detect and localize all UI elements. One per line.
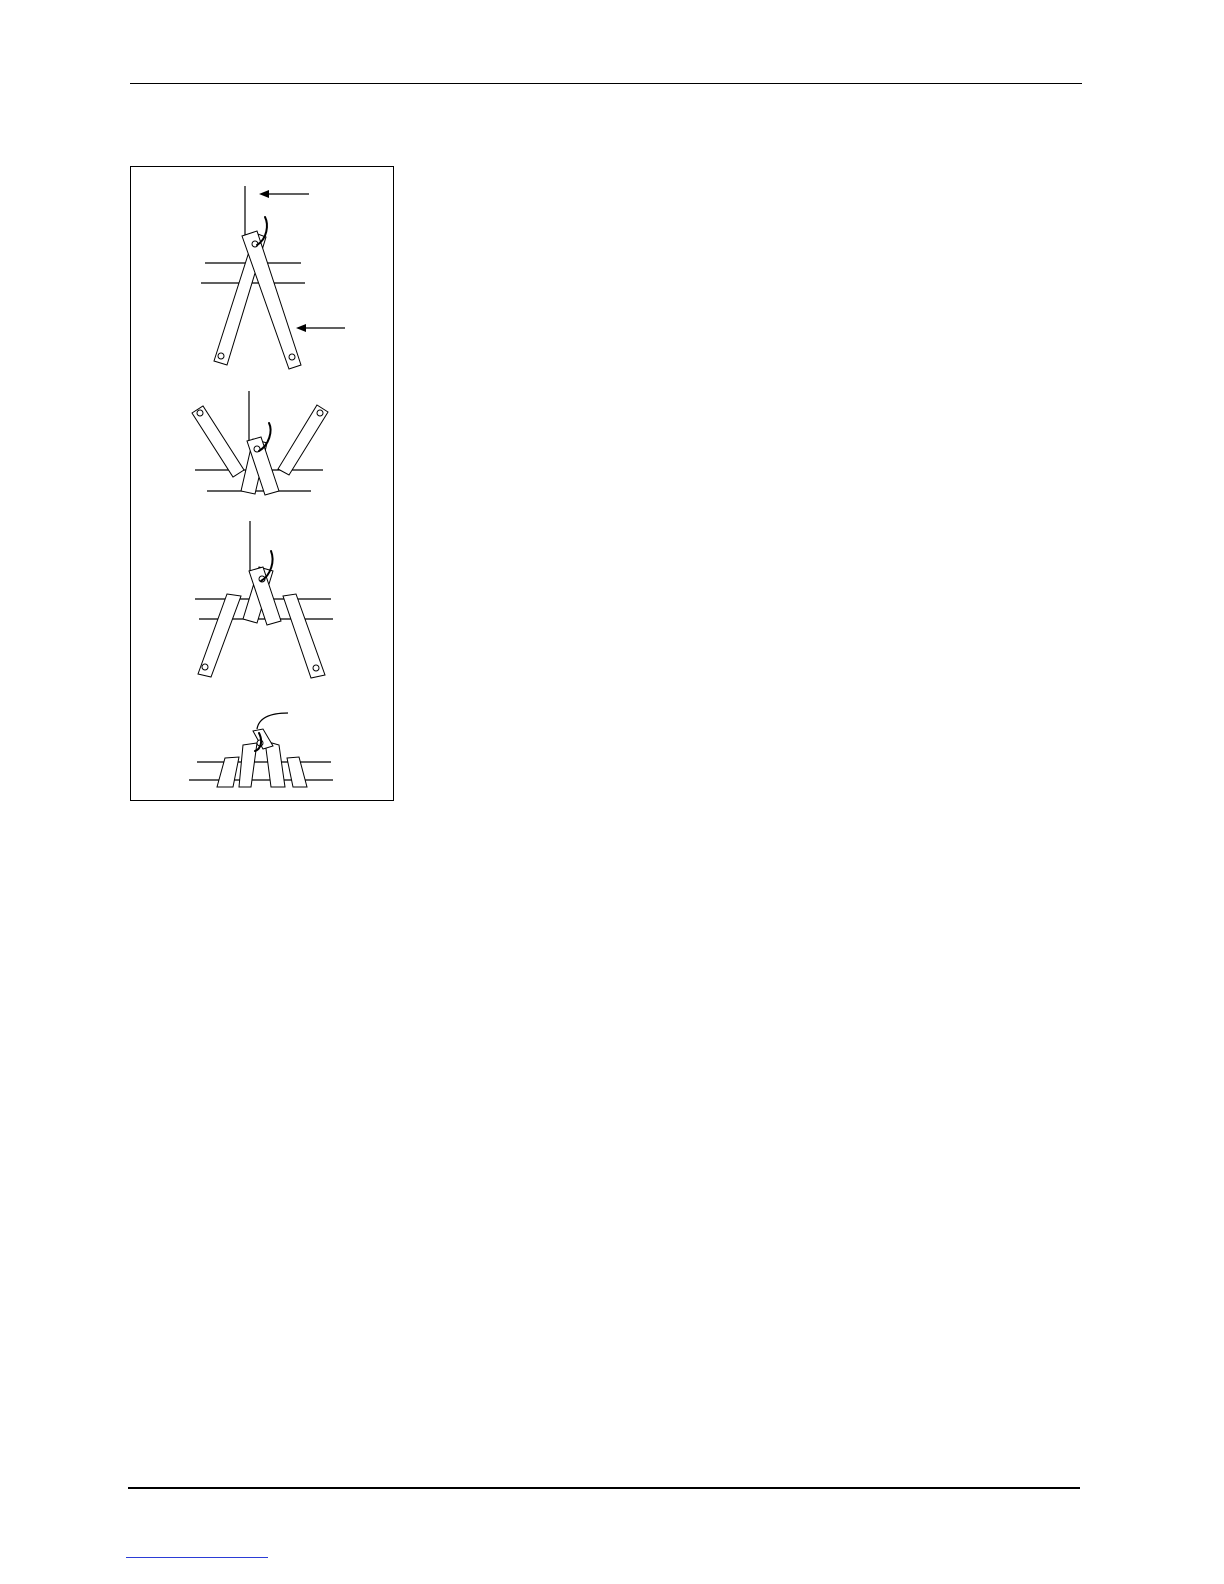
footer-rule <box>128 1487 1080 1489</box>
strap-left-up <box>192 406 244 477</box>
header-rule <box>130 83 1082 84</box>
tie-strap-diagram <box>131 167 395 802</box>
hanging-wire-bent <box>257 713 288 729</box>
footer-link-underline[interactable] <box>126 1557 268 1558</box>
strap-right-down <box>283 594 325 678</box>
arrow-left-icon <box>259 190 309 198</box>
step-2-straps-folded-up <box>192 391 328 495</box>
arrow-left-icon <box>296 324 345 332</box>
strap-right <box>242 231 301 369</box>
step-4-finished-tie <box>189 713 333 787</box>
strap-hole <box>289 354 295 360</box>
strap-hole <box>197 410 203 416</box>
step-3-straps-folded-down <box>195 521 333 678</box>
strap-hole <box>218 353 224 359</box>
strap-hole <box>202 664 208 670</box>
step-1-crossed-straps <box>201 186 345 369</box>
strap-hole <box>317 410 323 416</box>
figure-panel <box>130 166 394 801</box>
strap-hole <box>313 665 319 671</box>
